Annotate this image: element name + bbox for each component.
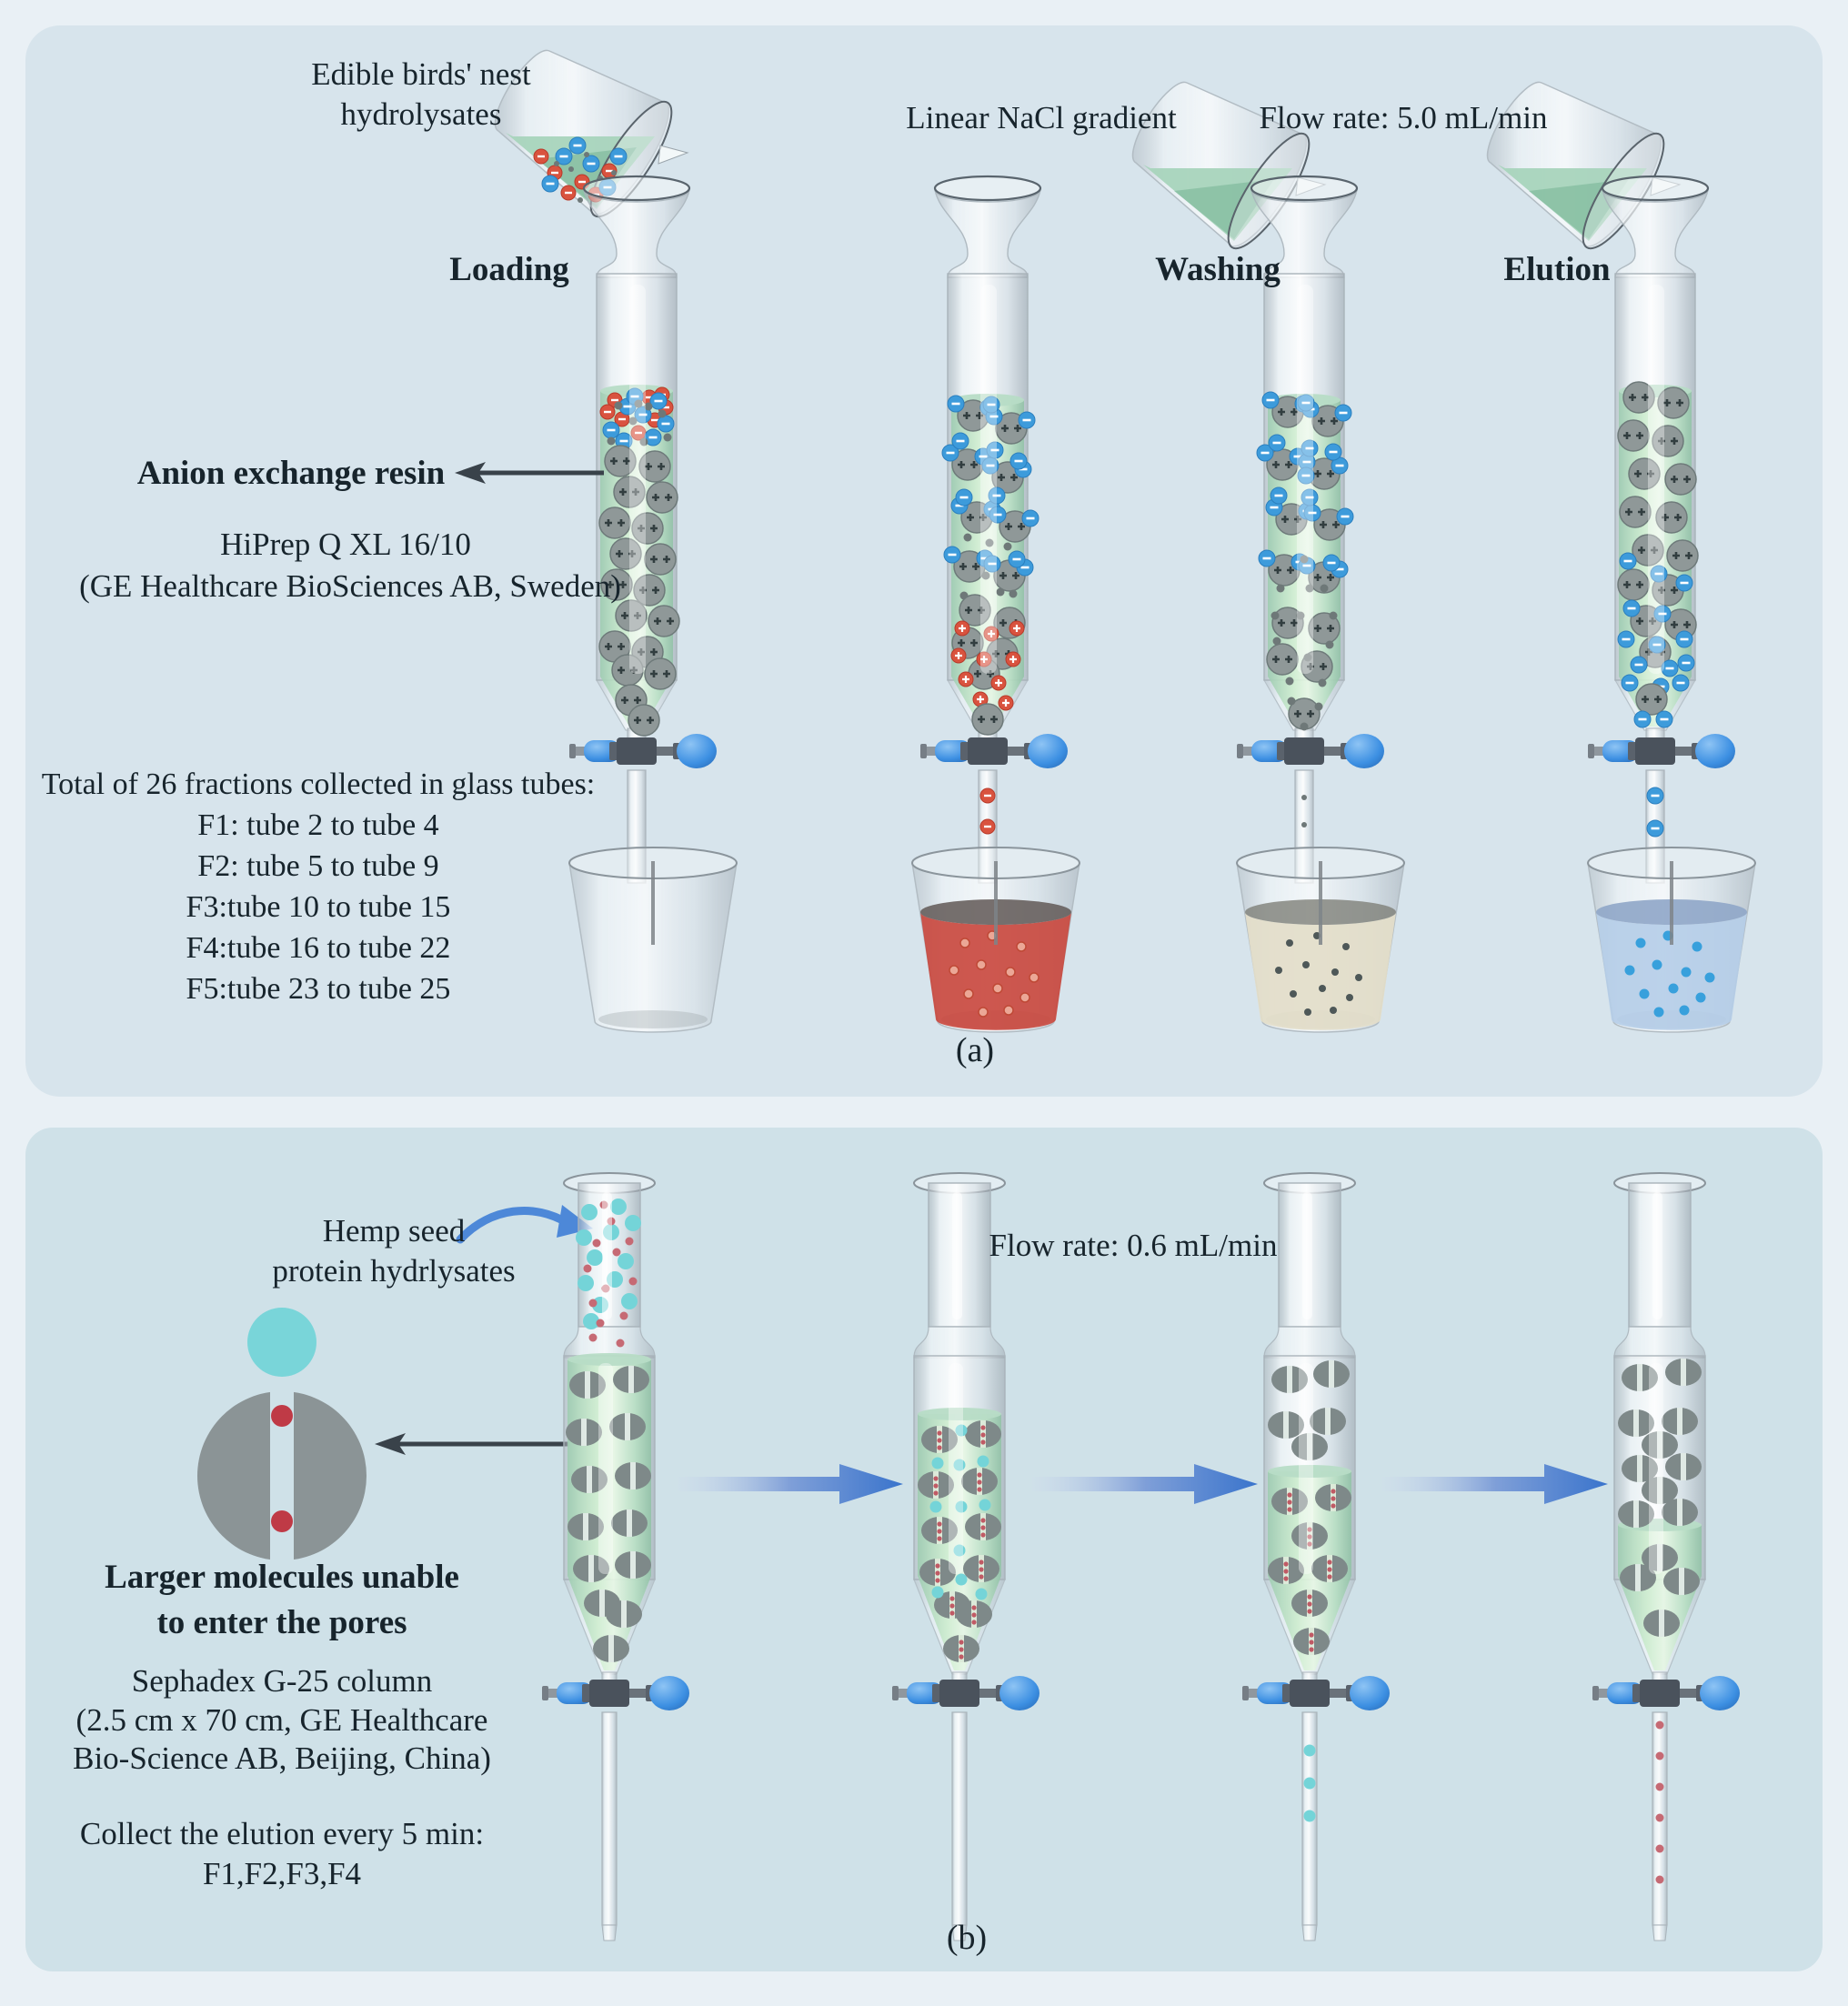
- flow-rate-a: Flow rate: 5.0 mL/min: [1259, 100, 1548, 135]
- sample-caption-b: Hemp seed protein hydrlysates: [212, 1211, 576, 1291]
- aec-column-elution: [1546, 168, 1764, 896]
- resin-label: Anion exchange resin: [136, 455, 446, 492]
- fraction-line: F2: tube 5 to tube 9: [197, 849, 439, 883]
- small-molecule-icon: [271, 1405, 293, 1427]
- fraction-line: F1: tube 2 to tube 4: [197, 808, 439, 842]
- gradient-label: Linear NaCl gradient: [906, 100, 1177, 135]
- stage-label-loading: Loading: [449, 251, 569, 288]
- sample-caption-a-line1: Edible birds' nest: [311, 56, 531, 92]
- sec-column-separating-1: [850, 1168, 1069, 1951]
- collect-note: Collect the elution every 5 min: F1,F2,F…: [55, 1814, 509, 1894]
- pore-exclusion-diagram: [197, 1308, 367, 1562]
- pore-note-line1: Larger molecules unable: [105, 1559, 459, 1596]
- fraction-line: F4:tube 16 to tube 22: [186, 931, 451, 965]
- flow-arrow-1: [678, 1464, 903, 1504]
- column-maker-a: (GE Healthcare BioSciences AB, Sweden): [79, 568, 621, 604]
- column-name-a: HiPrep Q XL 16/10: [220, 527, 471, 562]
- impurity-dots: [1275, 932, 1362, 1016]
- collection-beaker-beige: [1236, 847, 1405, 1033]
- column-name-b: Sephadex G-25 column: [131, 1663, 433, 1699]
- collect-note-line2: F1,F2,F3,F4: [202, 1855, 362, 1891]
- column-detail-b-line1: (2.5 cm x 70 cm, GE Healthcare: [75, 1701, 488, 1738]
- fraction-line: F3:tube 10 to tube 15: [186, 890, 451, 924]
- collect-note-line1: Collect the elution every 5 min:: [79, 1816, 485, 1851]
- aec-column-washing: [1195, 168, 1413, 896]
- stage-label-elution: Elution: [1503, 251, 1611, 288]
- sec-column-separating-2: [1200, 1168, 1419, 1951]
- column-detail-b-line2: Bio-Science AB, Beijing, China): [73, 1740, 491, 1777]
- collection-beaker-blue: [1587, 847, 1756, 1033]
- sample-caption-b-line2: protein hydrlysates: [272, 1253, 516, 1289]
- bead-pointer-arrow: [375, 1433, 569, 1455]
- fractions-title: Total of 26 fractions collected in glass…: [41, 767, 596, 801]
- resin-pointer-arrow: [455, 462, 604, 484]
- flow-arrow-3: [1382, 1464, 1608, 1504]
- anion-fraction-dots: [1624, 930, 1715, 1018]
- sample-caption-b-line1: Hemp seed: [322, 1213, 466, 1249]
- collection-beaker-red: [911, 847, 1080, 1033]
- panel-b-label: (b): [946, 1919, 988, 1957]
- pore-note: Larger molecules unable to enter the por…: [77, 1555, 487, 1646]
- sec-column-loading: [500, 1168, 718, 1951]
- flow-arrow-2: [1032, 1464, 1258, 1504]
- large-molecule-icon: [247, 1308, 316, 1377]
- pore-note-line2: to enter the pores: [156, 1603, 407, 1641]
- aec-column-binding: [879, 168, 1097, 896]
- aec-column-loading: [527, 168, 746, 896]
- small-molecule-icon: [271, 1510, 293, 1532]
- sec-column-eluting-small: [1551, 1168, 1769, 1951]
- column-info-b: Sephadex G-25 column (2.5 cm x 70 cm, GE…: [32, 1662, 532, 1779]
- fractions-block: Total of 26 fractions collected in glass…: [36, 764, 600, 1009]
- fraction-line: F5:tube 23 to tube 25: [186, 972, 451, 1006]
- panel-a-label: (a): [955, 1031, 995, 1069]
- sample-caption-a-line2: hydrolysates: [340, 96, 502, 133]
- flow-rate-b: Flow rate: 0.6 mL/min: [989, 1228, 1278, 1263]
- stage-label-washing: Washing: [1155, 251, 1281, 288]
- sample-caption-a: Edible birds' nest hydrolysates: [271, 55, 571, 135]
